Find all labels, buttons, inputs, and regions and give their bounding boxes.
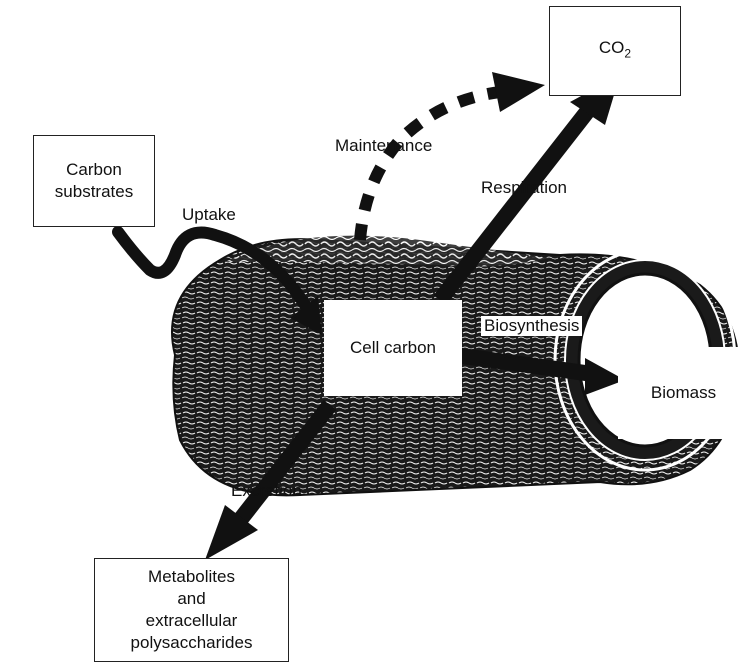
biomass-box: Biomass [618, 347, 749, 439]
respiration-label: Respiration [481, 178, 567, 198]
metabolites-line-1: Metabolites [131, 566, 253, 588]
uptake-label: Uptake [182, 205, 236, 225]
carbon-substrates-box: Carbon substrates [33, 135, 155, 227]
biomass-label: Biomass [651, 382, 716, 404]
excretion-label: Excretion [231, 481, 302, 501]
maintenance-arrow [360, 72, 545, 240]
metabolites-line-3: extracellular [131, 610, 253, 632]
biosynthesis-label: Biosynthesis [481, 316, 582, 336]
carbon-substrates-line-2: substrates [55, 181, 133, 203]
co2-box: CO2 [549, 6, 681, 96]
metabolites-line-2: and [131, 588, 253, 610]
metabolites-line-4: polysaccharides [131, 632, 253, 654]
maintenance-label: Maintenance [335, 136, 432, 156]
cell-carbon-box: Cell carbon [324, 300, 462, 396]
co2-label: CO2 [599, 37, 631, 64]
cell-carbon-label: Cell carbon [350, 337, 436, 359]
metabolites-box: Metabolites and extracellular polysaccha… [94, 558, 289, 662]
carbon-substrates-line-1: Carbon [55, 159, 133, 181]
